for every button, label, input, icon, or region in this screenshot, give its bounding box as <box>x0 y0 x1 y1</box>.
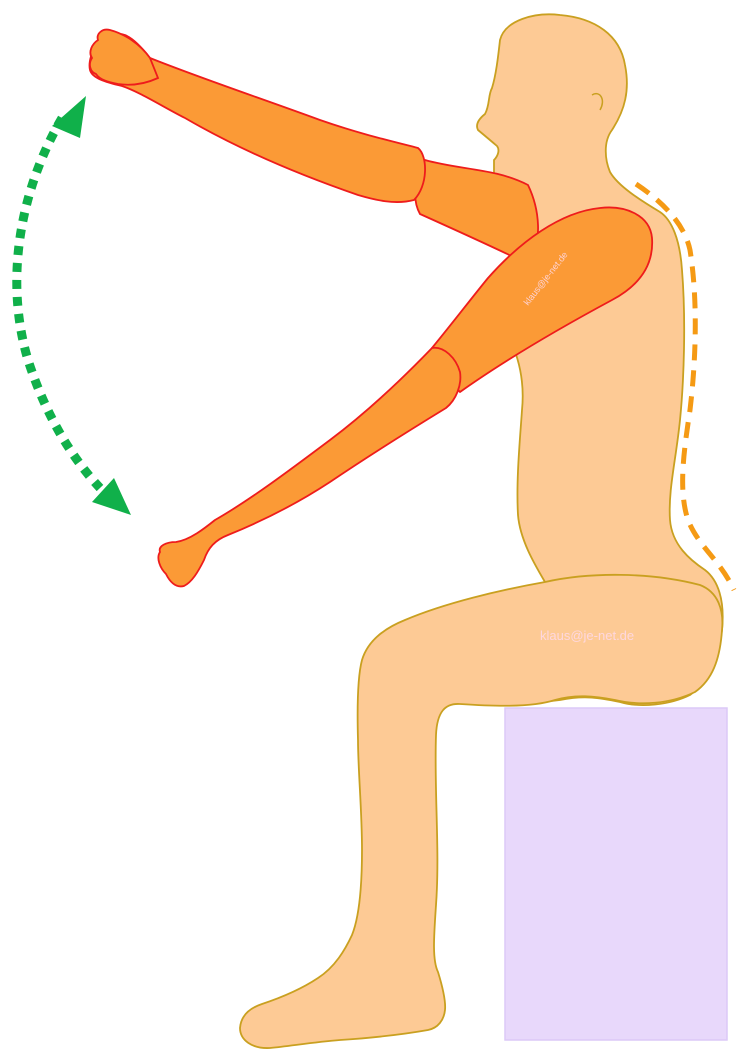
hand-raised <box>90 30 158 85</box>
seat-box <box>505 708 727 1040</box>
curved-double-arrow-icon <box>17 96 131 515</box>
arm-raised <box>89 30 538 265</box>
arm-lowered-forearm <box>158 348 460 587</box>
thigh-watermark: klaus@je-net.de <box>540 628 634 643</box>
motion-arc <box>17 118 100 488</box>
arrowhead-top-icon <box>52 96 86 138</box>
